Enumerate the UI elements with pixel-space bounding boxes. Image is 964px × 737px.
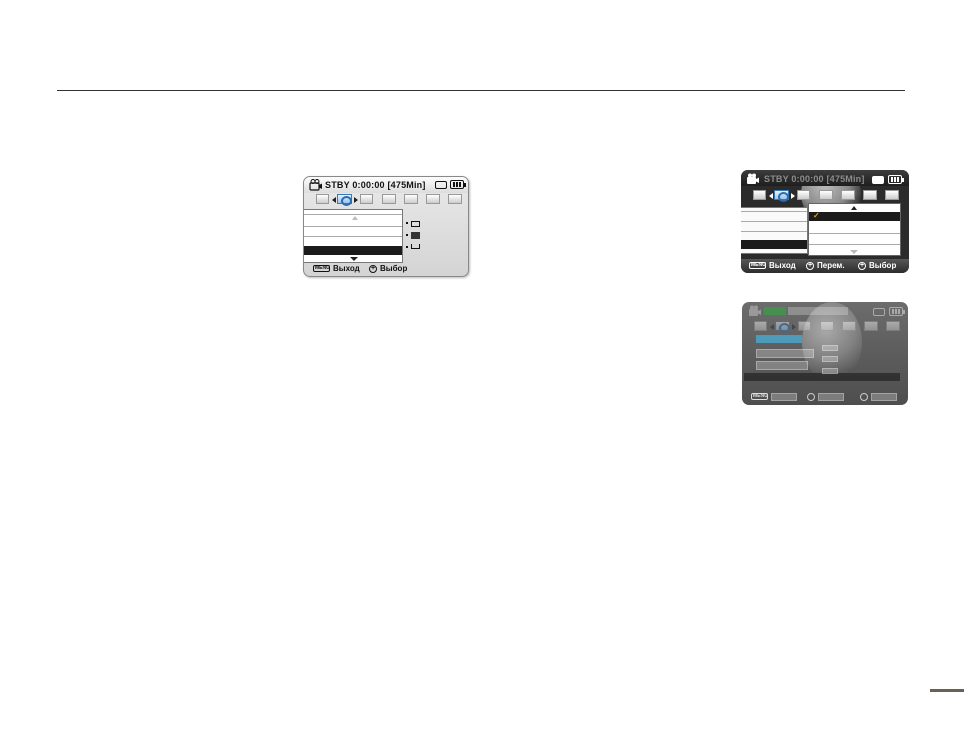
ghost-value (822, 368, 838, 374)
tab-display[interactable] (885, 190, 899, 200)
menu-key-icon[interactable]: MENU (313, 265, 330, 272)
tab-left-arrow-icon[interactable] (332, 197, 336, 203)
status-text-ghost (788, 307, 848, 315)
tab-quality[interactable] (820, 321, 834, 331)
menu-key-icon[interactable]: MENU (749, 262, 766, 269)
ghost-label (771, 393, 797, 401)
tab-settings[interactable] (775, 321, 790, 333)
menu-tab-row (741, 190, 909, 202)
menu-item-selected[interactable] (304, 246, 402, 255)
tab-display[interactable] (448, 194, 462, 204)
lcd-screen-submenu: STBY 0:00:00 [475Min] ✓ MENU Выход + Пер… (741, 170, 909, 273)
selected-row[interactable] (744, 373, 900, 381)
tab-scene[interactable] (360, 194, 373, 204)
exit-label[interactable]: Выход (333, 264, 360, 273)
tab-right-arrow-icon[interactable] (791, 193, 795, 199)
highlighted-item[interactable] (756, 335, 802, 343)
move-label[interactable]: Перем. (817, 261, 845, 270)
submenu-item-selected[interactable] (809, 212, 900, 221)
status-bar: STBY 0:00:00 [475Min] (741, 170, 909, 186)
tab-size[interactable] (841, 190, 855, 200)
camcorder-icon (749, 305, 761, 316)
tab-display[interactable] (886, 321, 900, 331)
tab-grid[interactable] (754, 321, 767, 331)
tab-right-arrow-icon[interactable] (354, 197, 358, 203)
page-marker (930, 689, 964, 692)
memory-card-icon (873, 308, 885, 316)
ghost-value (822, 356, 838, 362)
tab-left-arrow-icon[interactable] (770, 324, 774, 330)
lcd-screen-dimmed: MENU (742, 302, 908, 405)
setting-values (406, 221, 426, 251)
ghost-item (756, 361, 808, 370)
record-indicator (764, 307, 786, 315)
check-icon: ✓ (813, 211, 820, 220)
tab-quality[interactable] (382, 194, 396, 204)
menu-tab-row (742, 321, 908, 333)
background-photo (802, 302, 862, 382)
ghost-item (756, 349, 814, 358)
status-text: STBY 0:00:00 [475Min] (764, 174, 865, 184)
battery-icon (450, 180, 466, 189)
tab-size[interactable] (842, 321, 856, 331)
camcorder-icon (747, 173, 759, 184)
memory-card-icon (435, 181, 447, 189)
scroll-down-icon[interactable] (350, 257, 358, 261)
scroll-up-icon[interactable] (352, 216, 358, 220)
exit-label[interactable]: Выход (769, 261, 796, 270)
bottom-bar: MENU Выход + Перем. + Выбор (741, 259, 909, 273)
select-label[interactable]: Выбор (869, 261, 897, 270)
tab-settings[interactable] (774, 190, 789, 202)
ok-button-icon[interactable]: + (858, 262, 866, 270)
tab-size[interactable] (404, 194, 418, 204)
battery-icon (888, 175, 904, 184)
scene-icon (411, 232, 420, 239)
move-button-icon[interactable] (807, 393, 815, 401)
ghost-label (818, 393, 844, 401)
menu-list (304, 209, 403, 263)
move-button-icon[interactable]: + (806, 262, 814, 270)
scroll-down-icon[interactable] (850, 250, 858, 254)
ok-button-icon[interactable]: + (369, 265, 377, 273)
header-rule (57, 90, 905, 91)
camcorder-icon (309, 179, 322, 191)
tab-grid[interactable] (753, 190, 766, 200)
bottom-bar: MENU (742, 389, 908, 405)
menu-tab-row (304, 194, 468, 206)
tab-effect[interactable] (864, 321, 878, 331)
ghost-value (822, 345, 838, 351)
status-bar: STBY 0:00:00 [475Min] (304, 177, 468, 193)
photo-mode-icon (411, 221, 420, 227)
submenu-popup: ✓ (808, 203, 901, 256)
tab-effect[interactable] (426, 194, 440, 204)
status-bar (742, 302, 908, 320)
tab-quality[interactable] (819, 190, 833, 200)
tab-left-arrow-icon[interactable] (769, 193, 773, 199)
memory-card-icon (872, 176, 884, 184)
tab-effect[interactable] (863, 190, 877, 200)
scroll-up-icon[interactable] (851, 206, 857, 210)
menu-list (741, 207, 808, 254)
tab-right-arrow-icon[interactable] (792, 324, 796, 330)
ok-button-icon[interactable] (860, 393, 868, 401)
bracket-icon (411, 244, 420, 249)
menu-item-selected[interactable] (741, 240, 807, 249)
select-label[interactable]: Выбор (380, 264, 408, 273)
tab-scene[interactable] (797, 190, 810, 200)
lcd-screen-menu: STBY 0:00:00 [475Min] MENU Выход + Выбор (303, 176, 469, 277)
tab-settings[interactable] (337, 194, 352, 206)
menu-key-icon[interactable]: MENU (751, 393, 768, 400)
tab-grid[interactable] (316, 194, 329, 204)
ghost-label (871, 393, 897, 401)
battery-icon (889, 307, 905, 316)
status-text: STBY 0:00:00 [475Min] (325, 180, 426, 190)
bottom-bar: MENU Выход + Выбор (304, 262, 468, 276)
tab-scene[interactable] (798, 321, 811, 331)
